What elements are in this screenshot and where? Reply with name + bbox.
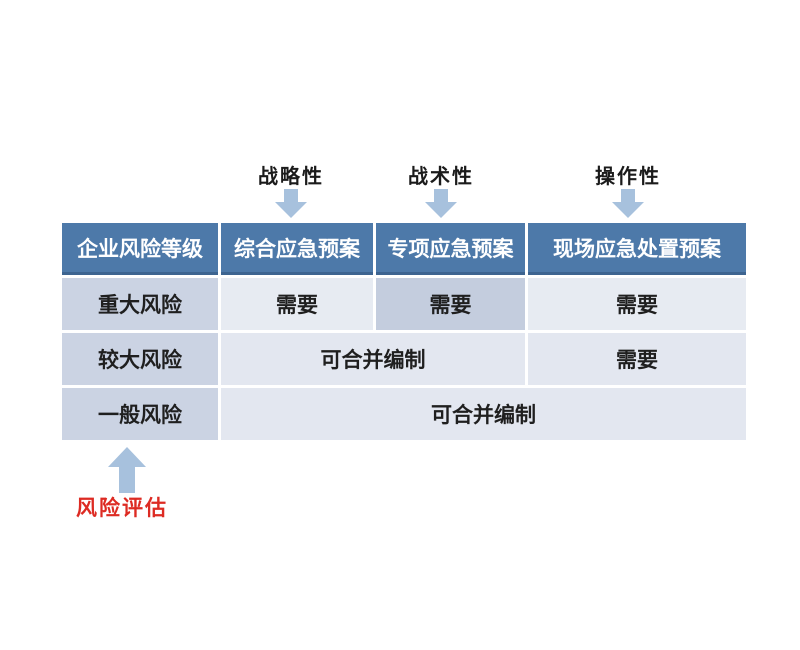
up-arrow-icon <box>108 447 146 493</box>
row-major-special-cell: 需要 <box>376 278 525 330</box>
label-tactical: 战术性 <box>408 164 474 188</box>
row-major-onsite-cell: 需要 <box>528 278 746 330</box>
header-special-plan: 专项应急预案 <box>376 223 525 275</box>
header-risk-level: 企业风险等级 <box>62 223 218 275</box>
row-larger-onsite-cell: 需要 <box>528 333 746 385</box>
row-general-risk-level: 一般风险 <box>62 388 218 440</box>
label-strategic: 战略性 <box>258 164 324 188</box>
risk-plan-table: 企业风险等级 综合应急预案 专项应急预案 现场应急处置预案 重大风险 需要 需要… <box>62 223 746 440</box>
row-larger-risk-level: 较大风险 <box>62 333 218 385</box>
row-major-risk-level: 重大风险 <box>62 278 218 330</box>
label-operational: 操作性 <box>595 164 661 188</box>
row-larger-merged-cell: 可合并编制 <box>221 333 525 385</box>
down-arrow-strategic-icon <box>275 189 307 218</box>
row-major-comprehensive-cell: 需要 <box>221 278 373 330</box>
down-arrow-operational-icon <box>612 189 644 218</box>
row-general-merged-cell: 可合并编制 <box>221 388 746 440</box>
down-arrow-tactical-icon <box>425 189 457 218</box>
label-risk-assessment: 风险评估 <box>76 495 168 520</box>
header-onsite-plan: 现场应急处置预案 <box>528 223 746 275</box>
header-comprehensive-plan: 综合应急预案 <box>221 223 373 275</box>
